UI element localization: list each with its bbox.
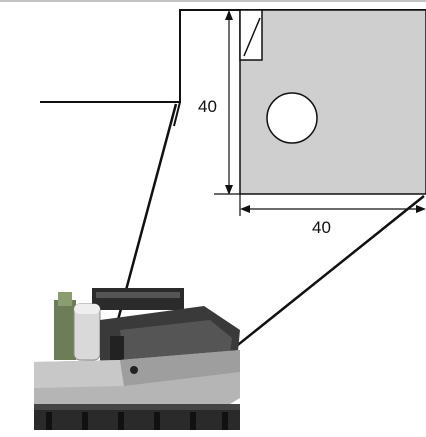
height-dimension: 40 [198, 10, 240, 195]
cutout-plate [239, 9, 426, 195]
height-label: 40 [198, 97, 217, 116]
width-label: 40 [312, 218, 331, 237]
width-dimension: 40 [239, 194, 426, 237]
mounting-hole [266, 92, 318, 144]
device-illustration [34, 288, 240, 430]
